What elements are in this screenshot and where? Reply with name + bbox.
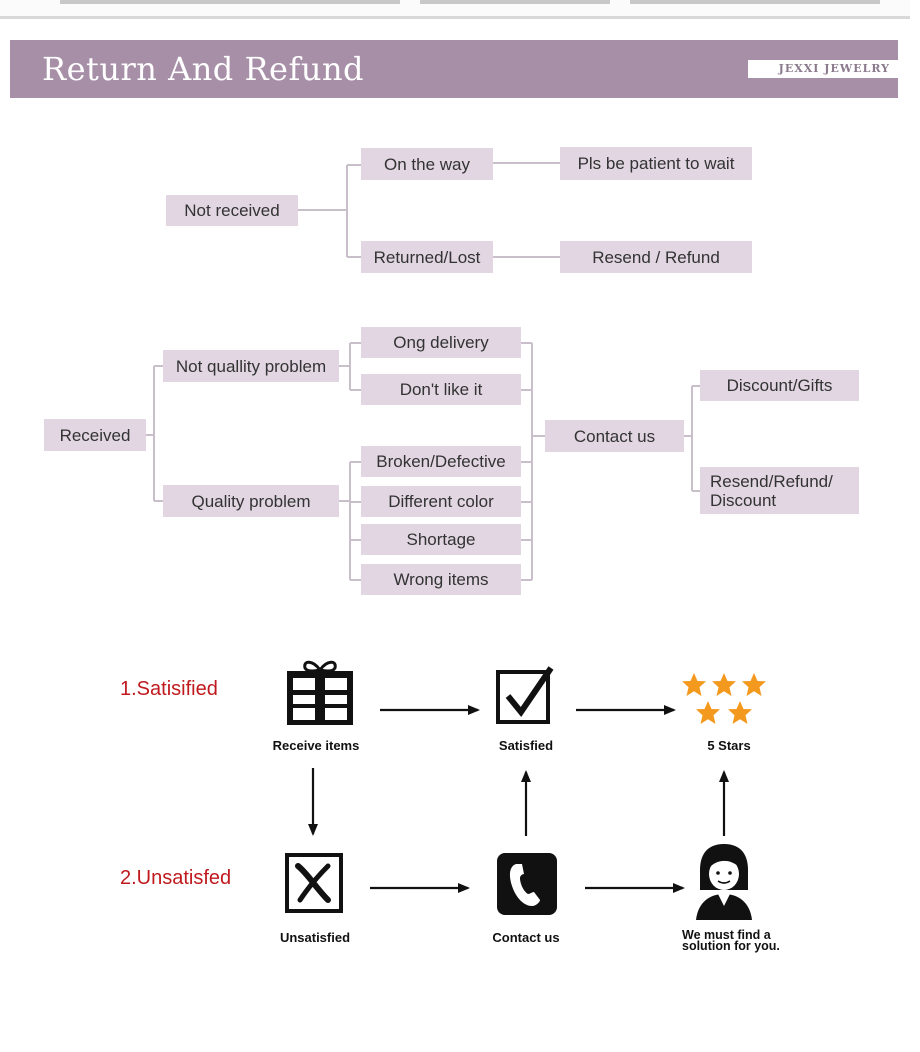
node-different-color: Different color	[361, 486, 521, 517]
satisfied-heading: 1.Satisified	[120, 678, 218, 700]
node-received: Received	[44, 419, 146, 451]
top-strip-segment	[60, 0, 400, 4]
section-header: Return And Refund JEXXI JEWELRY	[10, 40, 898, 98]
checkbox-check-icon	[496, 666, 554, 724]
caption-unsatisfied: Unsatisfied	[279, 930, 351, 945]
top-strip-segment	[420, 0, 610, 4]
caption-solution: We must find a solution for you.	[682, 928, 780, 953]
phone-icon	[497, 853, 557, 915]
node-not-received: Not received	[166, 195, 298, 226]
support-agent-icon	[696, 844, 752, 920]
node-on-the-way: On the way	[361, 148, 493, 180]
node-quality-problem: Quality problem	[163, 485, 339, 517]
caption-contact-us: Contact us	[492, 930, 560, 945]
node-dont-like-it: Don't like it	[361, 374, 521, 405]
unsatisfied-heading: 2.Unsatisfed	[120, 867, 232, 889]
node-patient-wait: Pls be patient to wait	[560, 147, 752, 180]
gift-icon	[287, 660, 353, 725]
section-title: Return And Refund	[42, 50, 365, 88]
top-strip-segment	[630, 0, 880, 4]
node-not-quality-problem: Not quallity problem	[163, 350, 339, 382]
caption-satisfied: Satisfied	[498, 738, 554, 753]
five-stars-icon	[682, 673, 766, 724]
brand-label: JEXXI JEWELRY	[748, 60, 898, 78]
node-contact-us: Contact us	[545, 420, 684, 452]
node-broken-defective: Broken/Defective	[361, 446, 521, 477]
node-ong-delivery: Ong delivery	[361, 327, 521, 358]
x-box-icon	[285, 853, 343, 913]
caption-5-stars: 5 Stars	[707, 738, 751, 753]
node-discount-gifts: Discount/Gifts	[700, 370, 859, 401]
top-strip	[0, 0, 910, 19]
node-resend-refund-discount: Resend/Refund/ Discount	[700, 467, 859, 514]
node-returned-lost: Returned/Lost	[361, 241, 493, 273]
node-wrong-items: Wrong items	[361, 564, 521, 595]
caption-receive-items: Receive items	[272, 738, 360, 753]
node-resend-refund: Resend / Refund	[560, 241, 752, 273]
node-shortage: Shortage	[361, 524, 521, 555]
